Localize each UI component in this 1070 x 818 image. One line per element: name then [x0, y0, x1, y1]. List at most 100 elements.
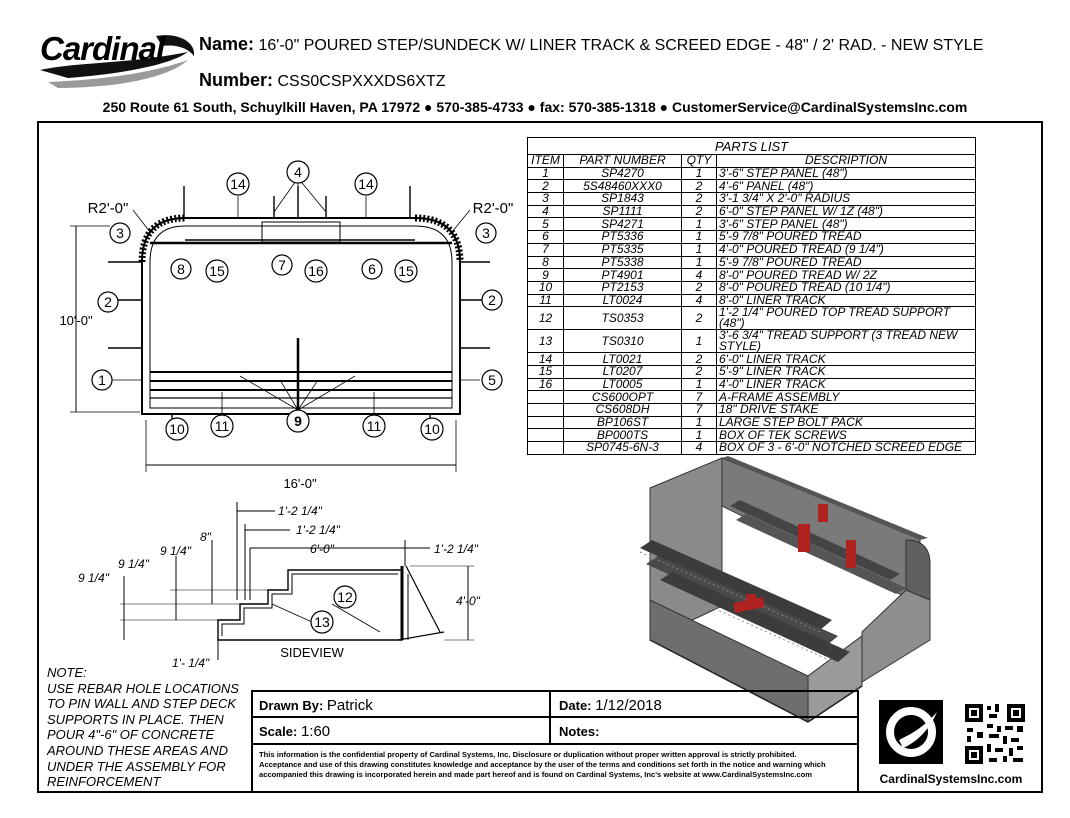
logo-block: CardinalSystemsInc.com	[857, 690, 1043, 793]
part-item: 16	[527, 377, 564, 392]
part-number: LT0005	[563, 377, 682, 392]
note-block: NOTE: USE REBAR HOLE LOCATIONS TO PIN WA…	[47, 665, 257, 790]
part-item: 11	[527, 293, 564, 308]
callout-6: 6	[368, 261, 376, 277]
sideview-label: SIDEVIEW	[280, 645, 344, 660]
side-dim-j: 1'- 1/4"	[172, 656, 210, 670]
side-dim-a: 1'-2 1/4"	[278, 504, 323, 518]
parts-list-title: PARTS LIST	[527, 137, 976, 155]
disclaimer-line-2: Acceptance and use of this drawing const…	[259, 760, 826, 769]
part-item	[527, 441, 564, 455]
callout-15-left: 15	[209, 263, 225, 279]
part-number: TS0353	[563, 306, 682, 331]
date-label: Date:	[559, 698, 592, 713]
part-description: 1'-2 1/4" POURED TOP TREAD SUPPORT (48")	[716, 306, 976, 331]
drawing-name: Name: 16'-0" POURED STEP/SUNDECK W/ LINE…	[199, 34, 983, 55]
part-item	[527, 403, 564, 417]
callout-10-left: 10	[169, 421, 185, 437]
logo-wordmark: Cardinal	[40, 30, 165, 67]
qr-code-icon	[963, 702, 1027, 766]
part-number: TS0310	[563, 329, 682, 354]
callout-3-left: 3	[116, 225, 124, 241]
drawn-by-value: Patrick	[326, 697, 373, 714]
side-callout-12: 12	[337, 589, 353, 605]
radius-right-label: R2'-0"	[473, 200, 514, 217]
callout-11-right: 11	[367, 418, 382, 434]
disclaimer-line-1: This information is the confidential pro…	[259, 750, 797, 759]
callout-3-right: 3	[482, 225, 490, 241]
callout-16: 16	[308, 263, 324, 279]
isometric-render	[639, 456, 931, 723]
note-body: USE REBAR HOLE LOCATIONS TO PIN WALL AND…	[47, 680, 239, 790]
part-item: 13	[527, 329, 564, 354]
callout-11-left: 11	[215, 418, 230, 434]
scale: Scale: 1:60	[259, 723, 330, 740]
website-label: CardinalSystemsInc.com	[879, 772, 1023, 786]
part-description: BOX OF 3 - 6'-0" NOTCHED SCREED EDGE	[716, 441, 976, 455]
number-value: CSS0CSPXXXDS6XTZ	[277, 73, 446, 90]
part-number: SP4270	[563, 166, 682, 181]
callout-4: 4	[294, 164, 302, 180]
part-item: 12	[527, 306, 564, 331]
part-description: 8'-0" POURED TREAD (10 1/4")	[716, 280, 976, 295]
part-qty: 1	[681, 377, 717, 392]
radius-left-label: R2'-0"	[88, 200, 129, 217]
callout-9: 9	[294, 413, 302, 429]
side-dim-f: 9 1/4"	[160, 544, 192, 558]
part-description: 5'-9 7/8" POURED TREAD	[716, 255, 976, 270]
part-description: LARGE STEP BOLT PACK	[716, 415, 976, 430]
callout-2-left: 2	[104, 294, 112, 310]
part-qty: 1	[681, 255, 717, 270]
callout-15-right: 15	[398, 263, 414, 279]
side-dim-g: 9 1/4"	[118, 557, 150, 571]
part-description: 4'-0" LINER TRACK	[716, 377, 976, 392]
part-qty: 1	[681, 166, 717, 181]
cardinal-mark-icon	[879, 700, 943, 764]
callout-1: 1	[98, 372, 106, 388]
part-item	[527, 390, 564, 404]
height-dim-label: 10'-0"	[59, 313, 93, 328]
date: Date: 1/12/2018	[559, 697, 662, 714]
part-number: PT5338	[563, 255, 682, 270]
title-block: Drawn By: Patrick Date: 1/12/2018 Scale:…	[251, 690, 859, 793]
part-item: 8	[527, 255, 564, 270]
parts-list-header-row: ITEM PART NUMBER QTY DESCRIPTION	[527, 154, 976, 168]
callout-7: 7	[278, 257, 286, 273]
part-qty: 1	[681, 415, 717, 430]
parts-list-table: PARTS LIST ITEM PART NUMBER QTY DESCRIPT…	[527, 137, 976, 455]
callout-14-left: 14	[230, 176, 246, 192]
logo-swoosh-icon	[40, 35, 195, 88]
side-callout-13: 13	[314, 614, 330, 630]
callout-8: 8	[177, 261, 185, 277]
callout-5: 5	[488, 372, 496, 388]
disclaimer: This information is the confidential pro…	[259, 750, 855, 780]
part-description: 3'-6" STEP PANEL (48")	[716, 166, 976, 181]
date-value: 1/12/2018	[595, 697, 662, 714]
notes-label: Notes:	[559, 724, 600, 739]
part-item	[527, 428, 564, 443]
drawn-by: Drawn By: Patrick	[259, 697, 373, 714]
part-number: LT0024	[563, 293, 682, 308]
company-address: 250 Route 61 South, Schuylkill Haven, PA…	[102, 99, 968, 115]
part-description: 3'-6 3/4" TREAD SUPPORT (3 TREAD NEW STY…	[716, 329, 976, 354]
cardinal-logo: Cardinal	[38, 30, 198, 96]
callout-2-right: 2	[488, 292, 496, 308]
side-dim-h: 9 1/4"	[78, 571, 110, 585]
part-qty: 1	[681, 329, 717, 354]
part-number: BP106ST	[563, 415, 682, 430]
part-item: 1	[527, 166, 564, 181]
side-dim-d: 1'-2 1/4"	[434, 542, 479, 556]
side-dim-b: 1'-2 1/4"	[296, 523, 341, 537]
